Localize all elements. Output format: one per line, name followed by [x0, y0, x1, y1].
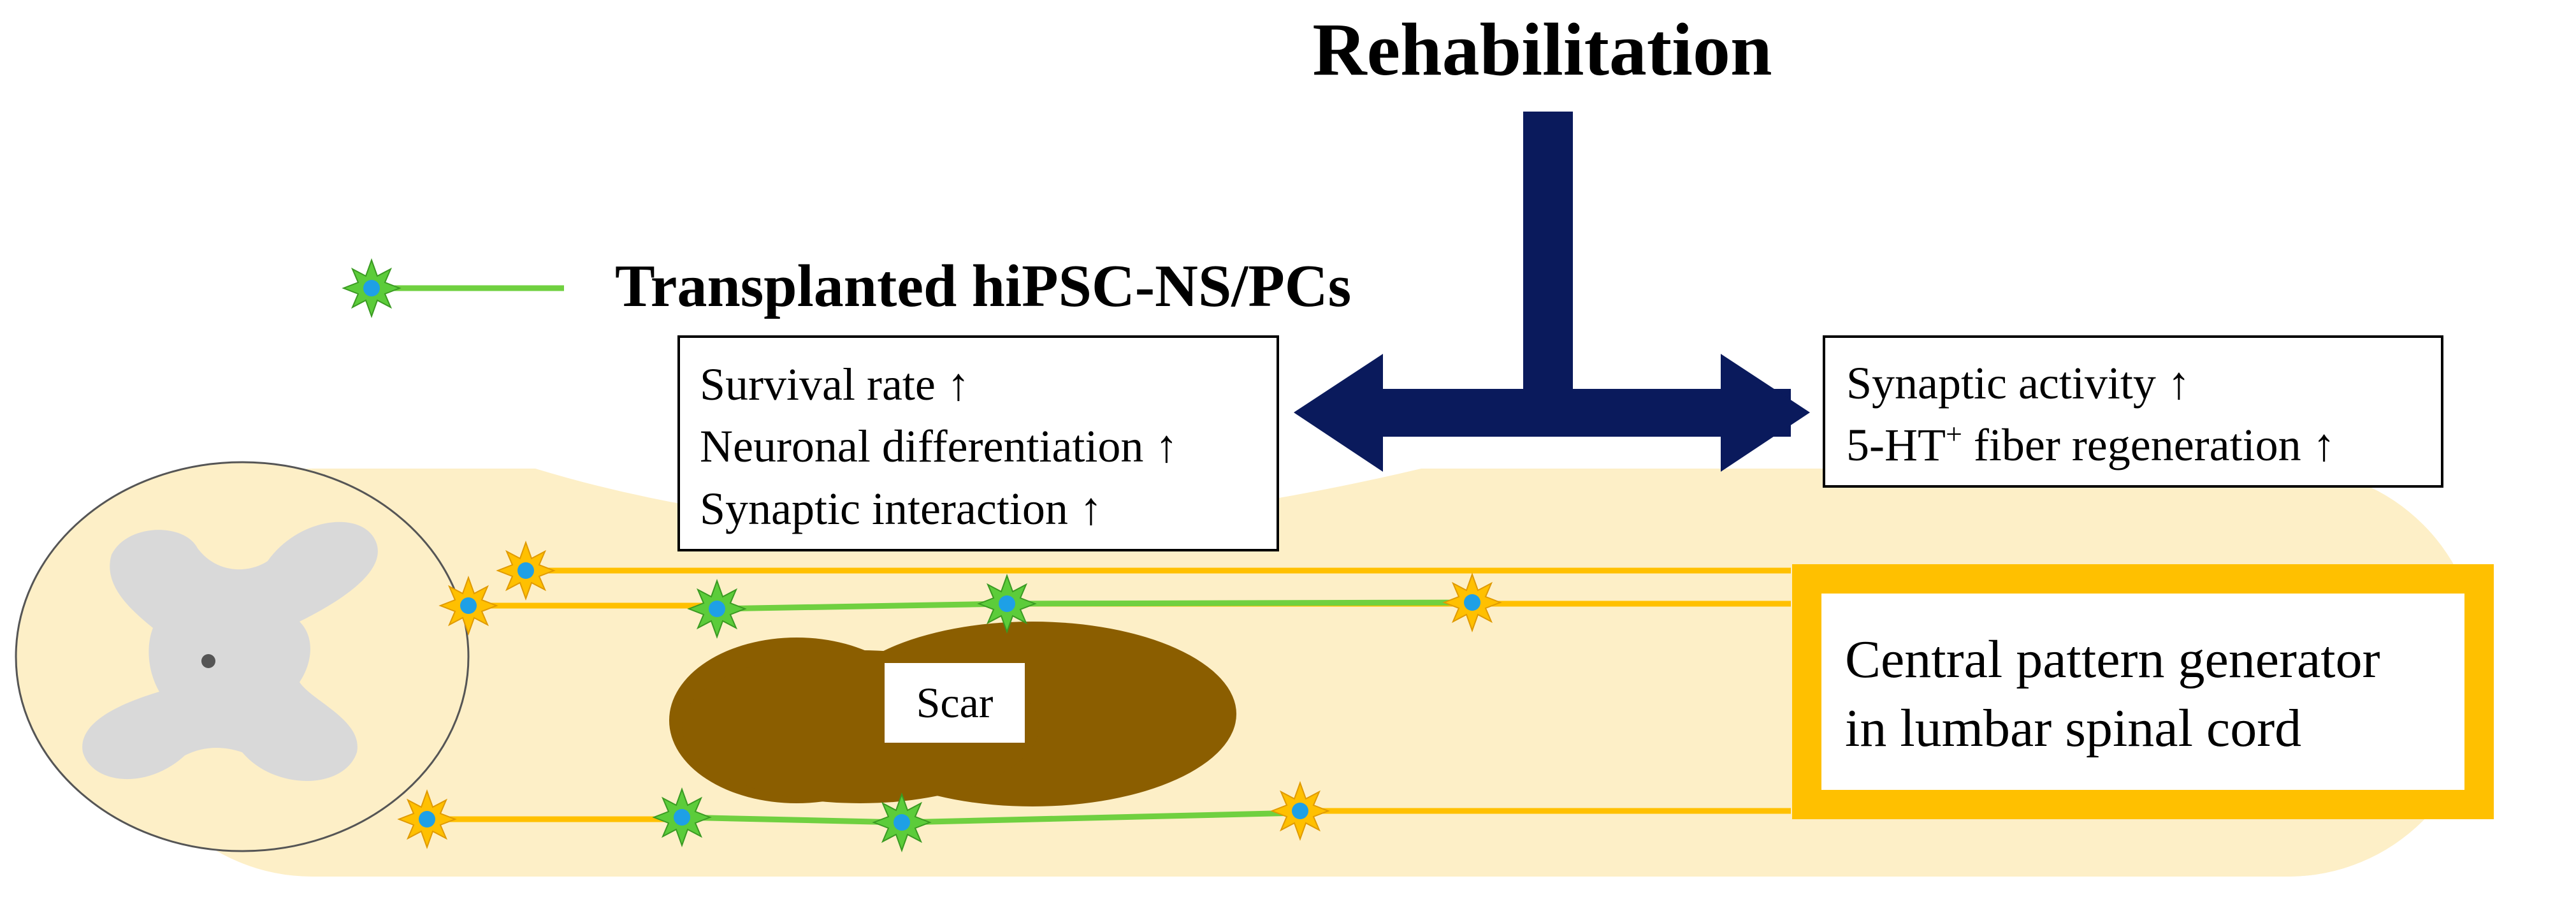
graft-neuron [978, 575, 1036, 632]
right-effect-2-post: fiber regeneration ↑ [1962, 419, 2336, 470]
host-neuron [497, 542, 554, 599]
right-effect-2: 5-HT+ fiber regeneration ↑ [1846, 418, 2336, 470]
right-effect-2-sup: + [1946, 418, 1962, 450]
graft-neuron [873, 794, 930, 851]
rehabilitation-arrow [1294, 112, 1810, 472]
right-effect-1: Synaptic activity ↑ [1846, 358, 2190, 409]
right-effects-box: Synaptic activity ↑ 5-HT+ fiber regenera… [1823, 335, 2443, 488]
left-effects-box: Survival rate ↑ Neuronal differentiation… [677, 335, 1279, 551]
left-effect-3: Synaptic interaction ↑ [700, 483, 1103, 534]
left-effect-1: Survival rate ↑ [700, 359, 970, 410]
legend: Transplanted hiPSC-NS/PCs [343, 253, 1351, 319]
host-neuron [398, 791, 456, 848]
scar: Scar [669, 622, 1236, 806]
scar-label-box [885, 663, 1025, 743]
scar-label: Scar [916, 678, 994, 727]
host-neuron [440, 577, 497, 634]
legend-label: Transplanted hiPSC-NS/PCs [615, 253, 1351, 319]
central-canal [201, 654, 215, 668]
left-effect-2: Neuronal differentiation ↑ [700, 421, 1178, 472]
title: Rehabilitation [1312, 8, 1772, 91]
legend-graft-neuron-icon [343, 259, 400, 317]
graft-neuron [653, 789, 711, 846]
right-effect-2-pre: 5-HT [1846, 419, 1946, 470]
cpg-box: Central pattern generator in lumbar spin… [1792, 564, 2494, 819]
spinal-cord-cross-section [15, 461, 470, 852]
cpg-line-1: Central pattern generator [1845, 630, 2380, 689]
host-neuron [1271, 782, 1329, 840]
graft-axons [681, 599, 1473, 826]
cpg-line-2: in lumbar spinal cord [1845, 699, 2301, 758]
grey-matter [82, 521, 378, 781]
graft-neuron [688, 580, 746, 638]
host-neuron [1444, 574, 1501, 631]
